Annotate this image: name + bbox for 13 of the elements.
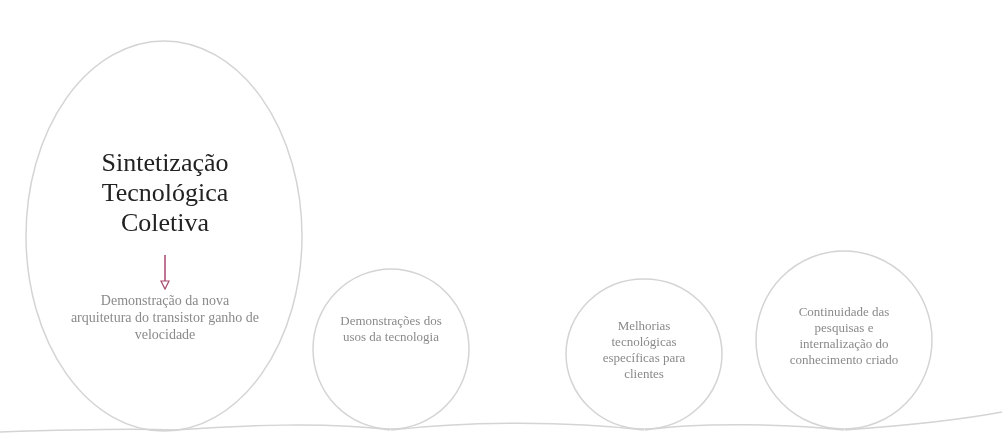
heading-text: Sintetização Tecnológica Coletiva	[65, 148, 265, 248]
loop-node	[755, 250, 933, 430]
arrow	[160, 254, 170, 290]
loop-text: Demonstrações dos usos da tecnologia	[340, 313, 442, 345]
large-loop	[25, 40, 303, 432]
description-text: Demonstração da nova arquitetura do transistor ganho de velocidade	[70, 292, 260, 352]
curved-line	[644, 424, 845, 431]
loop-text: Continuidade das pesquisas e internalização do conhecimento criado	[788, 304, 900, 368]
loop-text: Melhorias tecnológicas específicas para clientes	[601, 318, 687, 382]
curved-line	[174, 424, 391, 431]
loop-node	[312, 268, 470, 430]
loop-node	[565, 278, 723, 430]
curved-line	[390, 422, 645, 431]
